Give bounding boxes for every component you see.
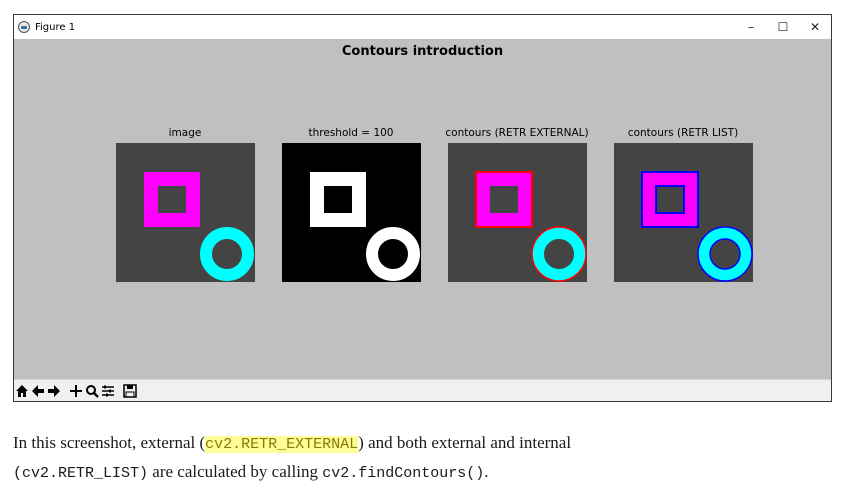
panel-title-contours-external: contours (RETR EXTERNAL) — [445, 127, 589, 139]
forward-icon[interactable] — [46, 382, 62, 400]
panel-image — [116, 143, 255, 282]
list-contour-square-inner — [655, 185, 685, 214]
figure-suptitle: Contours introduction — [341, 44, 504, 59]
title-bar: Figure 1 – ☐ ✕ — [14, 15, 831, 39]
caption-code-retr-external: cv2.RETR_EXTERNAL — [205, 436, 359, 453]
save-icon[interactable] — [122, 382, 138, 400]
window-title: Figure 1 — [35, 21, 76, 33]
figure-canvas[interactable]: Contours introduction image threshold = … — [14, 39, 831, 381]
panel-background — [116, 143, 255, 282]
panel-background — [448, 143, 587, 282]
minimize-button[interactable]: – — [748, 20, 754, 34]
panel-background — [282, 143, 421, 282]
external-contour-square — [475, 171, 533, 228]
panel-title-image: image — [168, 127, 202, 139]
caption-code-retr-list: (cv2.RETR_LIST) — [13, 465, 149, 482]
figure-window: Figure 1 – ☐ ✕ Contours introduction ima… — [13, 14, 832, 402]
caption-text: are calculated by calling — [148, 462, 323, 481]
caption-text: ) and both external and internal — [358, 433, 572, 452]
cyan-ring-shape — [532, 227, 586, 281]
maximize-button[interactable]: ☐ — [777, 20, 789, 34]
back-icon[interactable] — [30, 382, 46, 400]
list-contour-ring-inner — [709, 238, 741, 270]
panel-title-contours-list: contours (RETR LIST) — [627, 127, 739, 139]
caption-code-findcontours: cv2.findContours() — [322, 465, 485, 482]
caption-text: In this screenshot, external ( — [13, 433, 206, 452]
close-button[interactable]: ✕ — [809, 20, 821, 34]
window-controls: – ☐ ✕ — [735, 15, 831, 39]
home-icon[interactable] — [14, 382, 30, 400]
configure-icon[interactable] — [100, 382, 116, 400]
panel-threshold — [282, 143, 421, 282]
white-ring-shape — [366, 227, 420, 281]
cyan-ring-shape — [200, 227, 254, 281]
cyan-ring-shape — [698, 227, 752, 281]
external-contour-ring — [531, 226, 587, 282]
caption-text: . — [484, 462, 489, 481]
white-square-shape — [310, 172, 366, 227]
panel-title-threshold: threshold = 100 — [308, 127, 394, 139]
panel-contours-list — [614, 143, 753, 282]
matplotlib-icon — [18, 21, 30, 33]
pan-icon[interactable] — [68, 382, 84, 400]
navigation-toolbar — [14, 379, 831, 401]
zoom-icon[interactable] — [84, 382, 100, 400]
magenta-square-shape — [476, 172, 532, 227]
panel-contours-external — [448, 143, 587, 282]
magenta-square-shape — [144, 172, 200, 227]
figure-caption: In this screenshot, external (cv2.RETR_E… — [13, 429, 843, 487]
list-contour-ring-outer — [697, 226, 753, 282]
list-contour-square-outer — [641, 171, 699, 228]
